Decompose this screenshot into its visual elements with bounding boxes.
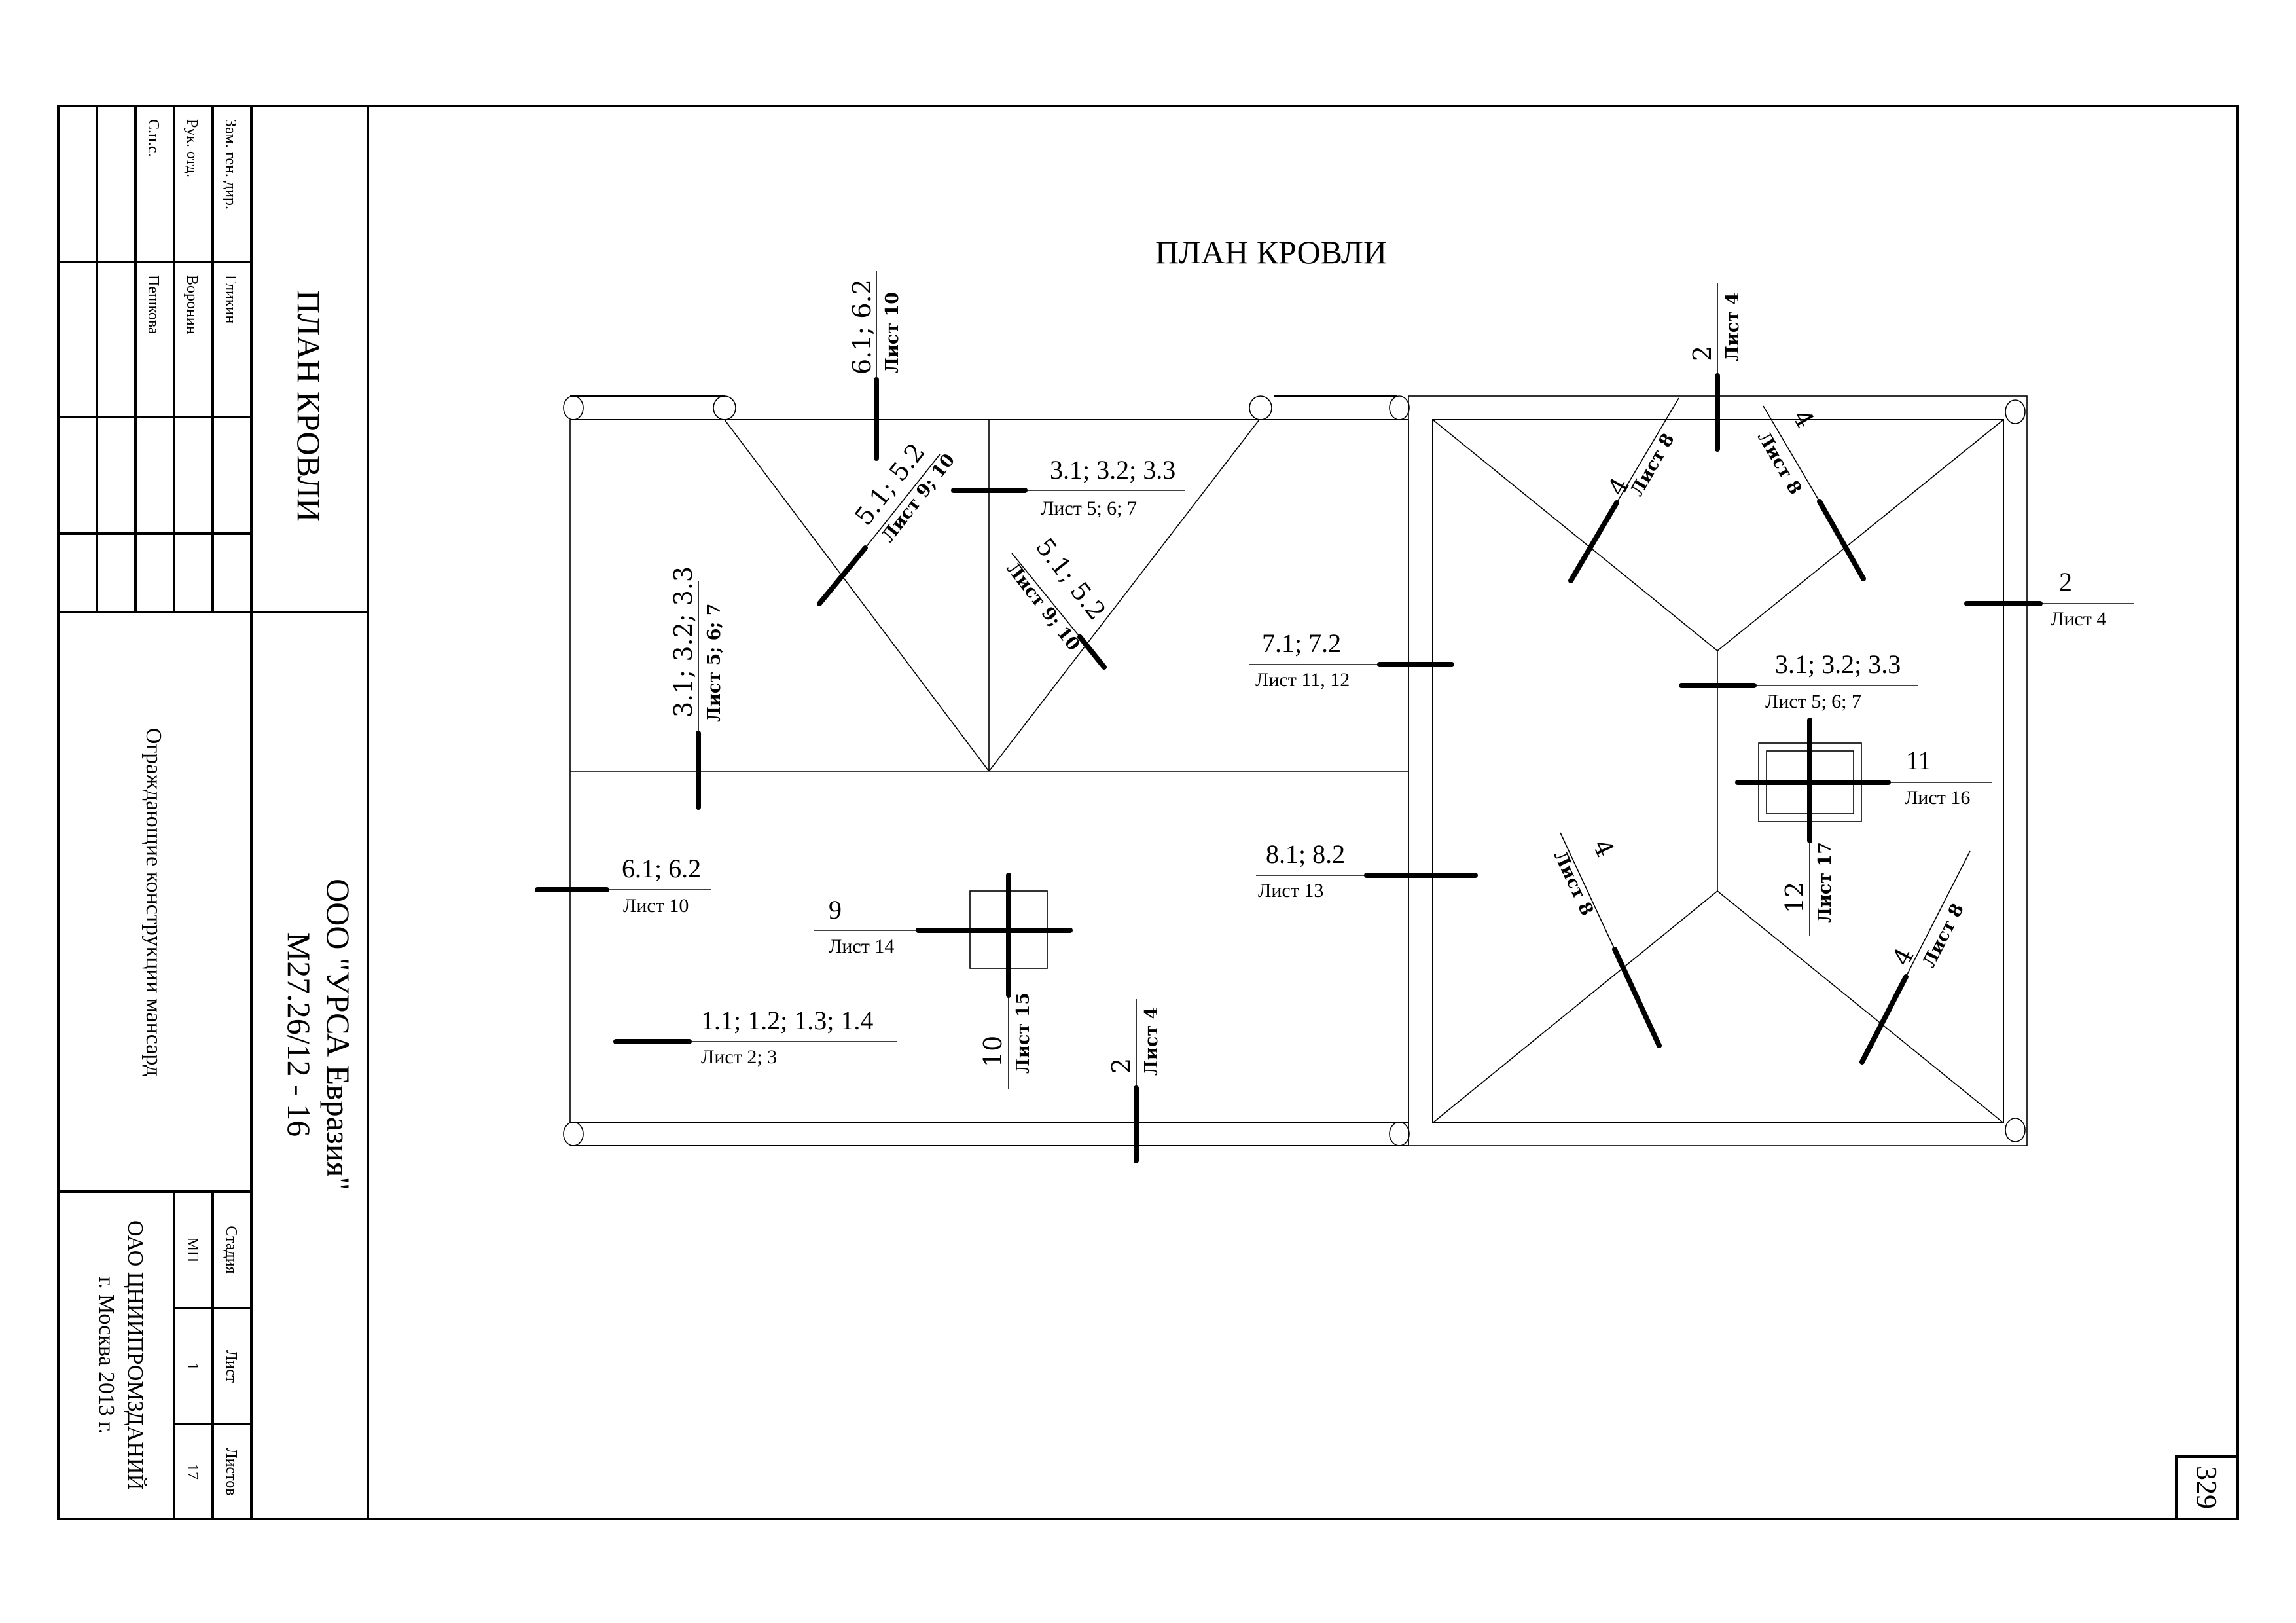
callout-node-3-left[interactable]: 3.1; 3.2; 3.3 Лист 5; 6; 7 — [669, 566, 725, 810]
downpipe-icon — [2005, 399, 2026, 424]
callout-sheet: Лист 5; 6; 7 — [1041, 498, 1137, 519]
stamp-sheet-title: ПЛАН КРОВЛИ — [291, 290, 327, 522]
drawing-title: ПЛАН КРОВЛИ — [1155, 234, 1387, 270]
stamp-name-voronin: Воронин — [183, 275, 200, 335]
stamp-sheet-value: 1 — [184, 1362, 201, 1370]
stamp-stage-value: МП — [184, 1237, 201, 1263]
callout-sheet: Лист 10 — [623, 895, 689, 917]
callout-node-2-right[interactable]: 2 Лист 4 — [1964, 567, 2134, 630]
callout-sheet: Лист 5; 6; 7 — [704, 603, 725, 722]
callout-nodes: 7.1; 7.2 — [1262, 629, 1341, 658]
callout-node-7[interactable]: 7.1; 7.2 Лист 11, 12 — [1249, 629, 1454, 691]
callout-nodes: 6.1; 6.2 — [622, 854, 701, 883]
stamp-role-dept-head: Рук. отд. — [183, 119, 200, 177]
callout-sheet: Лист 5; 6; 7 — [1765, 691, 1861, 712]
callout-nodes: 2 — [1688, 346, 1717, 361]
stamp-sheets-value: 17 — [184, 1464, 201, 1480]
downpipe-icon — [563, 1122, 584, 1146]
callout-node-3-right[interactable]: 3.1; 3.2; 3.3 Лист 5; 6; 7 — [1679, 649, 1918, 712]
stamp-role-deputy-director: Зам. ген. дир. — [222, 119, 239, 210]
stamp-object-name: Ограждающие конструкции мансард — [141, 728, 166, 1076]
stamp-designer-city-year: г. Москва 2013 г. — [94, 1277, 118, 1434]
callout-sheet: Лист 13 — [1258, 880, 1323, 902]
callout-nodes: 1.1; 1.2; 1.3; 1.4 — [701, 1006, 873, 1035]
page-number-box: 329 — [2175, 1455, 2239, 1520]
stamp-name-peshkova: Пешкова — [145, 275, 162, 335]
downpipe-icon — [1389, 395, 1410, 420]
callout-nodes: 2 — [2059, 567, 2072, 596]
callout-nodes: 3.1; 3.2; 3.3 — [1775, 649, 1901, 679]
stamp-organization: ООО "УРСА Евразия" — [320, 879, 357, 1190]
callout-node-8[interactable]: 8.1; 8.2 Лист 13 — [1256, 839, 1478, 902]
callout-nodes: 11 — [1906, 746, 1931, 775]
callout-node-2-bottom[interactable]: 2 Лист 4 — [1107, 999, 1162, 1163]
title-block: Зам. ген. дир. Рук. отд. С.н.с. Гликин В… — [58, 106, 369, 1519]
callout-sheet: Лист 2; 3 — [701, 1046, 777, 1068]
callout-sheet: Лист 17 — [1815, 842, 1835, 923]
callout-sheet: Лист 4 — [1723, 293, 1743, 361]
callout-nodes: 2 — [1107, 1058, 1136, 1074]
callout-sheet: Лист 11, 12 — [1255, 669, 1350, 691]
stamp-sheets-label: Листов — [223, 1448, 240, 1495]
callout-node-3-mid[interactable]: 3.1; 3.2; 3.3 Лист 5; 6; 7 — [951, 455, 1185, 519]
callout-sheet: Лист 10 — [882, 292, 903, 373]
downpipe-icon — [563, 395, 584, 420]
callout-sheet: Лист 4 — [2051, 608, 2106, 630]
callout-sheet: Лист 4 — [1141, 1007, 1162, 1076]
callout-sheet: Лист 14 — [829, 936, 894, 957]
callout-node-11[interactable]: 11 Лист 16 — [1735, 746, 1992, 809]
downpipe-icon — [2005, 1118, 2026, 1142]
callout-node-6-top[interactable]: 6.1; 6.2 Лист 10 — [848, 271, 903, 461]
callout-node-2-top[interactable]: 2 Лист 4 — [1688, 283, 1743, 452]
page-number: 329 — [2191, 1466, 2223, 1509]
stamp-sheet-label: Лист — [223, 1350, 240, 1383]
callout-node-10[interactable]: 10 Лист 15 — [978, 873, 1033, 1089]
callout-node-6-left[interactable]: 6.1; 6.2 Лист 10 — [535, 854, 711, 917]
callout-nodes: 9 — [829, 895, 842, 924]
downpipe-icon — [713, 395, 736, 420]
stamp-name-glikin: Гликин — [222, 275, 239, 323]
callout-nodes: 6.1; 6.2 — [848, 279, 876, 374]
stamp-stage-label: Стадия — [223, 1226, 240, 1273]
callout-sheet: Лист 15 — [1013, 993, 1033, 1074]
stamp-role-senior-researcher: С.н.с. — [145, 119, 162, 157]
callout-nodes: 12 — [1780, 882, 1809, 913]
callout-node-12[interactable]: 12 Лист 17 — [1780, 718, 1835, 936]
downpipe-icon — [1249, 395, 1272, 420]
callout-sheet: Лист 16 — [1905, 787, 1970, 809]
callout-node-9[interactable]: 9 Лист 14 — [814, 895, 1073, 957]
callout-nodes: 3.1; 3.2; 3.3 — [1050, 455, 1175, 484]
callout-node-1[interactable]: 1.1; 1.2; 1.3; 1.4 Лист 2; 3 — [613, 1006, 897, 1068]
callout-nodes: 3.1; 3.2; 3.3 — [669, 566, 698, 718]
stamp-designer-org: ОАО ЦНИИПРОМЗДАНИЙ — [123, 1220, 147, 1490]
stamp-project-code: M27.26/12 - 16 — [281, 932, 317, 1137]
callout-nodes: 8.1; 8.2 — [1266, 839, 1345, 869]
callout-nodes: 10 — [978, 1036, 1007, 1067]
downpipe-icon — [1389, 1122, 1410, 1146]
sheet-frame — [57, 105, 2239, 1520]
